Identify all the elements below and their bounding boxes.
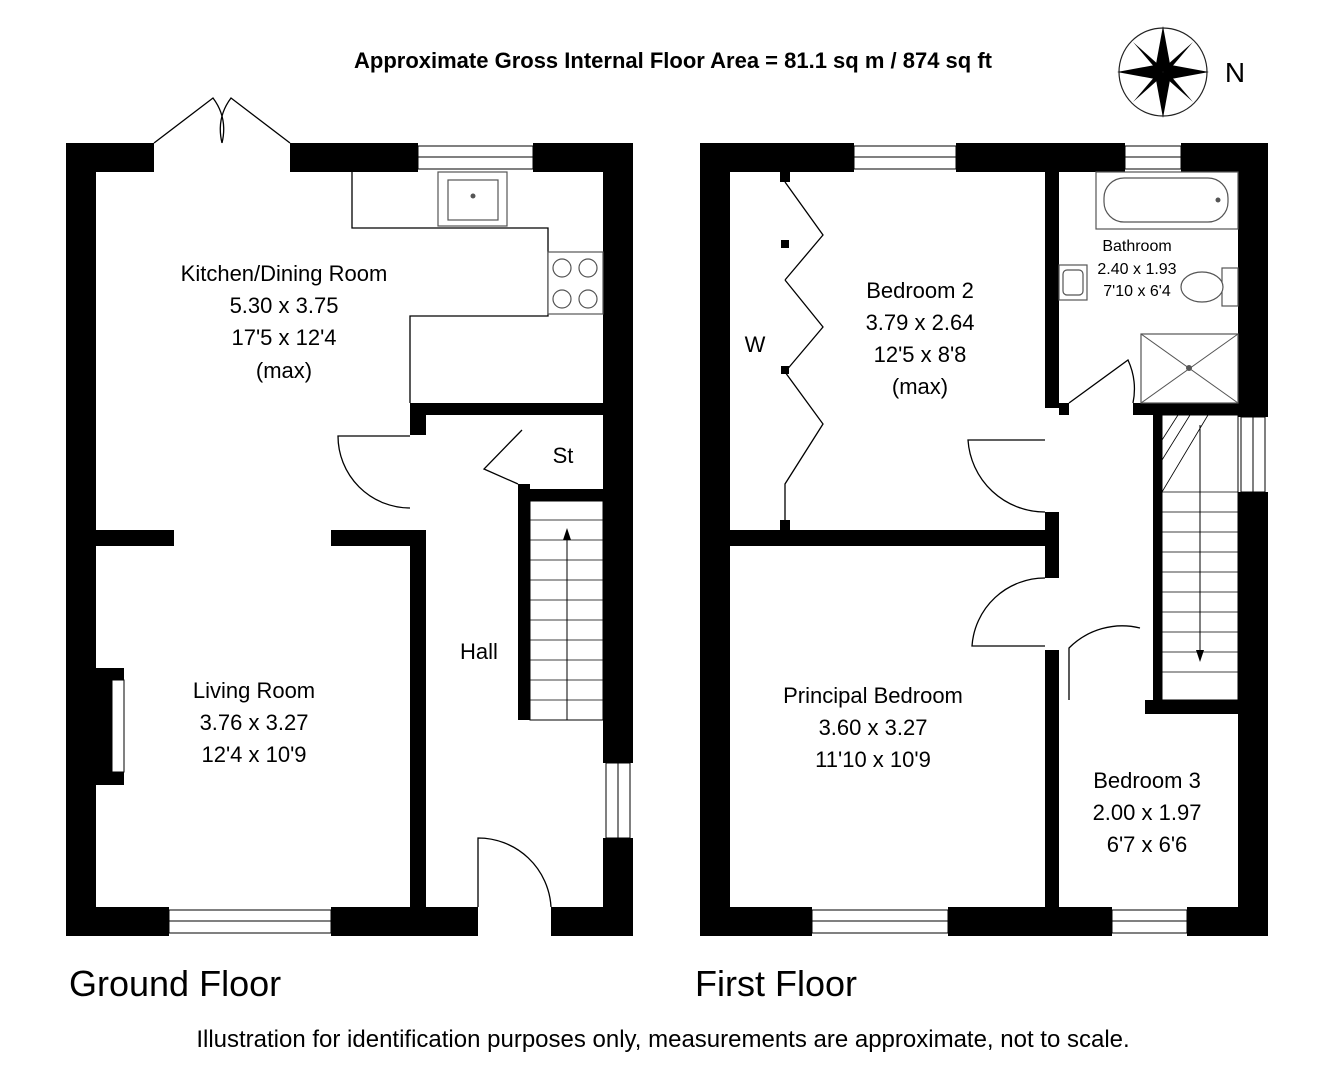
first-floor-title: First Floor <box>695 963 857 1004</box>
ground-floor-plan: Kitchen/Dining Room 5.30 x 3.75 17'5 x 1… <box>66 97 633 1004</box>
bathroom-label: Bathroom <box>1102 238 1171 255</box>
compass-rose-icon <box>1117 26 1209 118</box>
living-room-metric: 3.76 x 3.27 <box>200 710 309 735</box>
compass-north-label: N <box>1225 57 1245 88</box>
first-floor-plan: W Bedroom 2 3.79 x 2.64 12'5 x 8'8 (max)… <box>695 143 1268 1004</box>
bedroom-2-note: (max) <box>892 374 948 399</box>
disclaimer-text: Illustration for identification purposes… <box>196 1026 1129 1053</box>
shower-tray-icon <box>1140 333 1239 404</box>
staircase-first <box>1161 414 1239 701</box>
bedroom-2-metric: 3.79 x 2.64 <box>866 310 975 335</box>
living-room-label: Living Room <box>193 678 315 703</box>
bathroom-imperial: 7'10 x 6'4 <box>1103 283 1171 300</box>
living-room-imperial: 12'4 x 10'9 <box>201 742 306 767</box>
bathroom-metric: 2.40 x 1.93 <box>1097 261 1176 278</box>
kitchen-label: Kitchen/Dining Room <box>181 261 388 286</box>
bedroom-2-label: Bedroom 2 <box>866 278 974 303</box>
principal-bedroom-metric: 3.60 x 3.27 <box>819 715 928 740</box>
principal-bedroom-imperial: 11'10 x 10'9 <box>815 747 931 772</box>
bedroom-2-imperial: 12'5 x 8'8 <box>874 342 967 367</box>
basin-icon <box>1058 264 1088 301</box>
bath-icon <box>1095 171 1239 230</box>
principal-bedroom-label: Principal Bedroom <box>783 683 963 708</box>
wardrobe-doors <box>781 181 824 520</box>
bedroom-3-imperial: 6'7 x 6'6 <box>1107 832 1188 857</box>
kitchen-metric: 5.30 x 3.75 <box>230 293 339 318</box>
bedroom-3-metric: 2.00 x 1.97 <box>1093 800 1202 825</box>
store-label: St <box>553 443 574 468</box>
hall-label: Hall <box>460 639 498 664</box>
floor-area-heading: Approximate Gross Internal Floor Area = … <box>354 48 993 73</box>
bedroom-3-label: Bedroom 3 <box>1093 768 1201 793</box>
ground-floor-title: Ground Floor <box>69 963 281 1004</box>
kitchen-imperial: 17'5 x 12'4 <box>231 325 336 350</box>
kitchen-note: (max) <box>256 358 312 383</box>
toilet-icon <box>1180 267 1239 307</box>
staircase-ground <box>529 500 604 721</box>
wardrobe-label: W <box>745 332 766 357</box>
